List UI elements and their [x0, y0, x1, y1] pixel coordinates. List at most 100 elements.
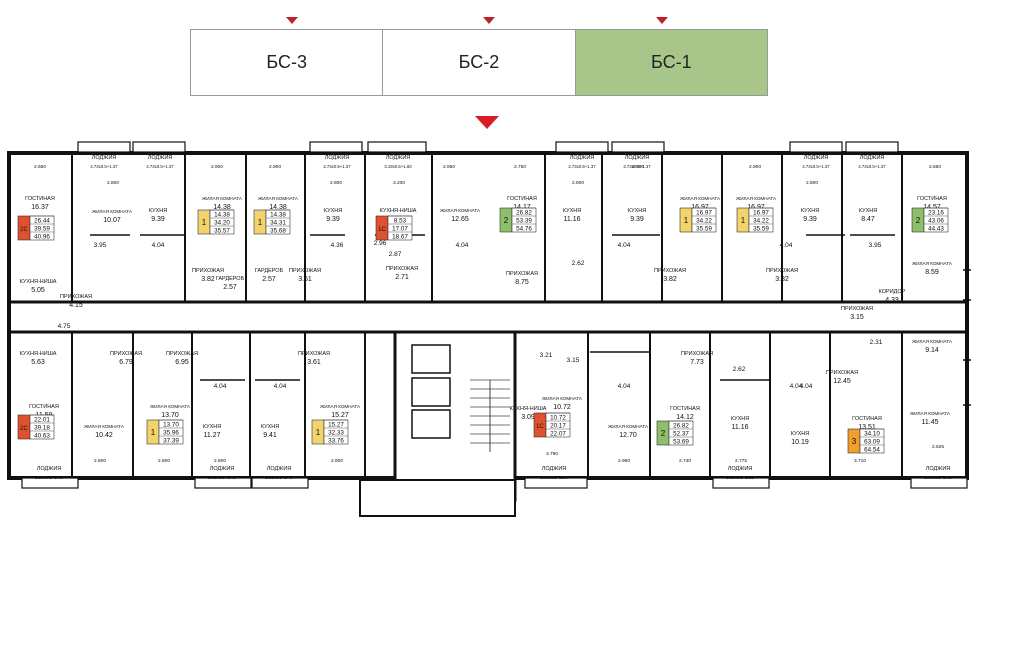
apartment-type-label: 1С — [378, 227, 386, 233]
room-name: ГОСТИНАЯ — [852, 416, 882, 422]
room-name: КОРИДОР — [879, 289, 906, 295]
room-area: 6.79 — [119, 359, 133, 366]
dimension-label: 3.710 — [854, 458, 866, 464]
room-area: 14.38 — [269, 204, 287, 211]
small-room-area: 4.36 — [331, 242, 344, 249]
apartment-area-value: 53.39 — [516, 218, 532, 225]
room-name: КУХНЯ — [324, 208, 342, 214]
room-area: 16.97 — [691, 204, 709, 211]
room-name: КУХНЯ-НИША — [20, 279, 57, 285]
apartment-type-label: 1 — [741, 216, 746, 225]
apartment-area-value: 35.68 — [270, 228, 286, 235]
apartment-area-box — [923, 207, 949, 233]
apartment-type-label: 3 — [852, 437, 857, 446]
apartment-area-value: 13.70 — [163, 422, 179, 429]
elevator-shaft — [411, 344, 451, 374]
apartment-area-value: 26.82 — [673, 423, 689, 430]
room-name: ЖИЛАЯ КОМНАТА — [912, 261, 953, 266]
room-area: 12.65 — [451, 216, 469, 223]
room-area: 9.39 — [803, 216, 817, 223]
room-area: 3.82 — [201, 276, 215, 283]
tab-bs1[interactable]: БС-1 — [575, 30, 767, 95]
room-area: 8.75 — [515, 279, 529, 286]
apartment-type-label: 1 — [258, 218, 263, 227]
room-name: ЛОДЖИЯ — [386, 155, 411, 161]
dimension-label: 2.775 — [735, 458, 747, 464]
apartment-area-value: 35.57 — [214, 228, 230, 235]
room-name: КУХНЯ — [203, 424, 221, 430]
core-annex — [359, 479, 516, 517]
room-name: ЖИЛАЯ КОМНАТА — [84, 424, 125, 429]
room-area: 8.59 — [925, 269, 939, 276]
apartment-type-label: 1 — [316, 428, 321, 437]
room-name: КУХНЯ — [791, 431, 809, 437]
room-name: КУХНЯ — [859, 208, 877, 214]
elevator-shaft — [411, 377, 451, 407]
tab-bs1-marker-icon — [656, 17, 668, 24]
dimension-label: 3.790 — [546, 451, 558, 457]
loggia-bottom — [910, 477, 968, 489]
room-name: ЖИЛАЯ КОМНАТА — [150, 404, 191, 409]
dimension-label: 2.740 — [679, 458, 691, 464]
room-name: ЖИЛАЯ КОМНАТА — [608, 424, 649, 429]
room-area: 2.90х0.5+1.45 — [924, 475, 952, 480]
room-area: 2.71 — [395, 274, 409, 281]
loggia-top — [789, 141, 843, 153]
room-name: ПРИХОЖАЯ — [192, 268, 224, 274]
tab-bs2[interactable]: БС-2 — [383, 30, 576, 95]
room-area: 14.38 — [213, 204, 231, 211]
room-area: 12.45 — [833, 378, 851, 385]
apartment-area-value: 23.16 — [928, 210, 944, 217]
apartment-area-value: 15.27 — [328, 422, 344, 429]
room-name: ГОСТИНАЯ — [25, 196, 55, 202]
loggia-top — [845, 141, 899, 153]
room-name: ПРИХОЖАЯ — [60, 294, 92, 300]
room-area: 2.73х0.5+1.37 — [323, 164, 351, 169]
room-name: ЛОДЖИЯ — [860, 155, 885, 161]
apartment-area-value: 16.97 — [753, 210, 769, 217]
loggia-top — [132, 141, 186, 153]
room-area: 2.73х0.5+1.37 — [568, 164, 596, 169]
room-area: 13.70 — [161, 412, 179, 419]
apartment-area-value: 34.10 — [864, 431, 880, 438]
room-area: 2.73х0.5+1.37 — [146, 164, 174, 169]
room-name: ЛОДЖИЯ — [570, 155, 595, 161]
room-area: 11.16 — [564, 216, 581, 223]
room-area: 10.19 — [791, 439, 809, 446]
room-area: 10.42 — [95, 432, 113, 439]
room-area: 3.82 — [775, 276, 789, 283]
room-name: ЛОДЖИЯ — [37, 466, 62, 472]
apartment-area-box — [668, 420, 694, 446]
room-name: ЛОДЖИЯ — [728, 466, 753, 472]
dimension-label: 2.650 — [34, 164, 46, 170]
room-area: 2.85х0.5+1.43 — [265, 475, 293, 480]
apartment-area-box — [387, 215, 413, 241]
room-name: КУХНЯ — [563, 208, 581, 214]
apartment-area-value: 10.72 — [550, 415, 566, 422]
room-area: 11.27 — [204, 432, 221, 439]
room-name: ЖИЛАЯ КОМНАТА — [258, 196, 299, 201]
room-area: 9.39 — [630, 216, 644, 223]
apartment-area-value: 22.07 — [550, 431, 566, 438]
apartment-area-value: 35.59 — [696, 226, 712, 233]
small-room-area: 2.87 — [389, 251, 402, 258]
room-name: ЛОДЖИЯ — [926, 466, 951, 472]
room-area: 9.39 — [151, 216, 165, 223]
apartment-area-value: 14.38 — [270, 212, 286, 219]
room-area: 8.47 — [861, 216, 875, 223]
room-area: 4.33 — [885, 297, 899, 304]
room-area: 12.70 — [619, 432, 637, 439]
room-area: 3.09 — [521, 414, 535, 421]
apartment-area-value: 26.82 — [516, 210, 532, 217]
room-area: 10.07 — [103, 217, 121, 224]
dimension-label: 3.200 — [393, 180, 405, 186]
apartment-area-value: 34.20 — [214, 220, 230, 227]
tab-bs3[interactable]: БС-3 — [191, 30, 384, 95]
small-room-area: 4.04 — [274, 383, 287, 390]
room-area: 4.15 — [69, 302, 83, 309]
apartment-area-value: 33.76 — [328, 438, 344, 445]
apartment-type-label: 1С — [536, 424, 544, 430]
small-room-area: 2.96 — [374, 240, 387, 247]
room-area: 2.73х0.5+1.37 — [858, 164, 886, 169]
